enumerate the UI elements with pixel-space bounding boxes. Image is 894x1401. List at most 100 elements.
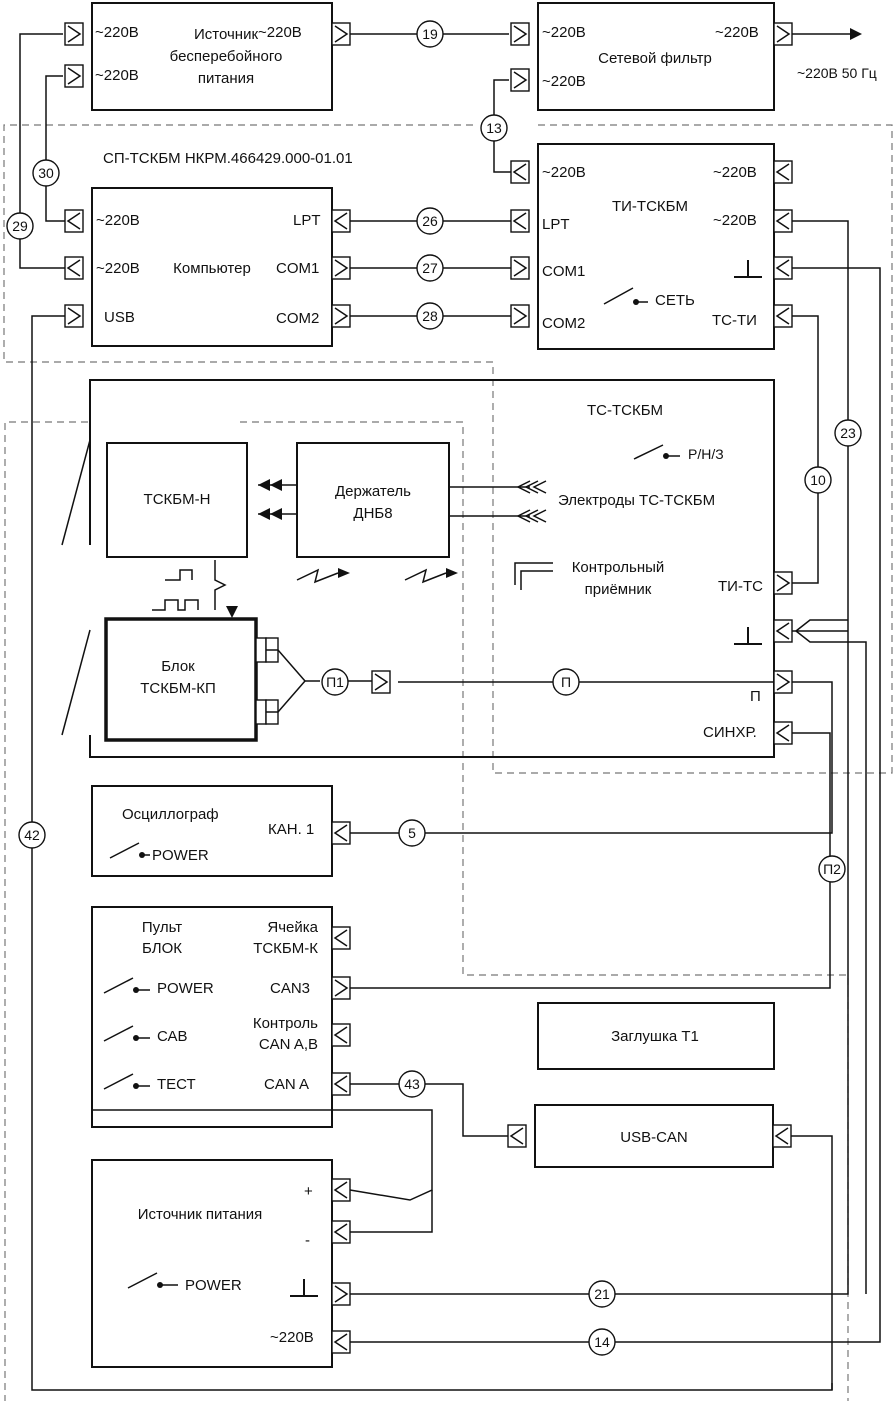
holder-arrow-2 (270, 479, 282, 491)
connector-34 (331, 1330, 351, 1354)
osc-block: Осциллограф КАН. 1 POWER (91, 785, 333, 877)
switches (103, 287, 680, 1289)
ups-in1-label: ~220В (95, 24, 139, 41)
connector-20 (773, 571, 793, 595)
ts-slash-top (61, 439, 91, 546)
ts-sync-label: СИНХР. (703, 724, 757, 741)
psu-block: Источник питания + - ~220В POWER (91, 1159, 333, 1368)
holder-arrow-3 (258, 508, 270, 520)
pc-com1-label: COM1 (276, 260, 319, 277)
kp-socket-1 (255, 699, 279, 725)
pc-com2-label: COM2 (276, 310, 319, 327)
cable-label-2: 30 (38, 165, 54, 181)
connector-11 (331, 304, 351, 328)
cable-marker-10: П (552, 668, 580, 696)
connector-13 (510, 209, 530, 233)
psu-title: Источник питания (138, 1206, 263, 1223)
ups-in2-label: ~220В (95, 67, 139, 84)
connector-26 (331, 976, 351, 1000)
electrode-arrow-2 (516, 509, 547, 523)
pult-can3-label: CAN3 (270, 980, 310, 997)
osc-title: Осциллограф (122, 806, 219, 823)
connector-19 (773, 304, 793, 328)
pult-test-dot (133, 1083, 139, 1089)
ti-com1-label: COM1 (542, 263, 585, 280)
connector-16 (773, 160, 793, 184)
filter-block: Сетевой фильтр ~220В ~220В ~220В (537, 2, 775, 111)
cable-label-12: П2 (823, 861, 841, 877)
plug-block: Заглушка Т1 (537, 1002, 775, 1070)
connector-25 (331, 926, 351, 950)
computer-block: Компьютер ~220В ~220В USB LPT COM1 COM2 (91, 187, 333, 347)
connector-22 (773, 670, 793, 694)
pult-test-label: ТЕСТ (157, 1076, 196, 1093)
connector-23 (773, 721, 793, 745)
connector-2 (331, 22, 351, 46)
ti-tsti-label: ТС-ТИ (712, 312, 757, 329)
sp-zone-outline (3, 124, 893, 774)
ti-set-label: СЕТЬ (655, 292, 695, 309)
ground-symbols (290, 260, 762, 1297)
cable-marker-5: 27 (416, 254, 444, 282)
radio-arrow-1 (338, 568, 350, 578)
filter-out-label: ~220В (715, 24, 759, 41)
ti-lpt-label: LPT (542, 216, 570, 233)
connector-3 (510, 22, 530, 46)
filter-title: Сетевой фильтр (598, 50, 712, 67)
ti-ground-icon (734, 260, 762, 278)
holder-arrow-4 (270, 508, 282, 520)
cable-label-16: 14 (594, 1334, 610, 1350)
computer-title: Компьютер (173, 260, 251, 277)
mains-label: ~220В 50 Гц (797, 65, 877, 81)
cable-label-14: 43 (404, 1076, 420, 1092)
usbcan-block: USB-CAN (534, 1104, 774, 1168)
connector-9 (331, 209, 351, 233)
connector-0 (64, 22, 84, 46)
ts-rnz-switch (633, 444, 680, 460)
connectors (64, 22, 793, 1354)
usbcan-title: USB-CAN (620, 1129, 688, 1146)
ti-in-label: ~220В (542, 164, 586, 181)
cable-label-1: 13 (486, 120, 502, 136)
cable-marker-2: 30 (32, 159, 60, 187)
connector-27 (331, 1023, 351, 1047)
ts-block: ТС-ТСКБМ Р/Н/З Электроды ТС-ТСКБМ Контро… (89, 379, 775, 758)
cable-marker-4: 26 (416, 207, 444, 235)
pult-cana-label: CAN A (264, 1076, 309, 1093)
cable-marker-1: 13 (480, 114, 508, 142)
ts-rnz-label: Р/Н/З (688, 446, 724, 462)
ts-tits-label: ТИ-ТС (718, 578, 763, 595)
psu-power-label: POWER (185, 1277, 242, 1294)
connector-24 (331, 821, 351, 845)
connector-18 (773, 256, 793, 280)
ts-ground-icon (734, 627, 762, 645)
cable-label-6: 28 (422, 308, 438, 324)
pult-power-dot (133, 987, 139, 993)
connector-29 (507, 1124, 527, 1148)
cable-marker-8: 10 (804, 466, 832, 494)
osc-ch1-label: КАН. 1 (268, 821, 314, 838)
receiver-symbol (514, 562, 553, 590)
pult-power-label: POWER (157, 980, 214, 997)
connector-35 (371, 670, 391, 694)
psu-minus-label: - (305, 1232, 310, 1249)
connector-10 (331, 256, 351, 280)
arrowheads (152, 28, 862, 618)
cable-marker-0: 19 (416, 20, 444, 48)
mains-arrow (850, 28, 862, 40)
connector-30 (772, 1124, 792, 1148)
ts-rnz-dot (663, 453, 669, 459)
tskbm-n-block: ТСКБМ-Н (106, 442, 248, 558)
ts-title: ТС-ТСКБМ (587, 402, 663, 419)
connector-31 (331, 1178, 351, 1202)
ts-slash-bottom (61, 629, 91, 736)
connector-6 (64, 209, 84, 233)
cable-marker-13: 42 (18, 821, 46, 849)
filter-in1-label: ~220В (542, 24, 586, 41)
ti-set-dot (633, 299, 639, 305)
